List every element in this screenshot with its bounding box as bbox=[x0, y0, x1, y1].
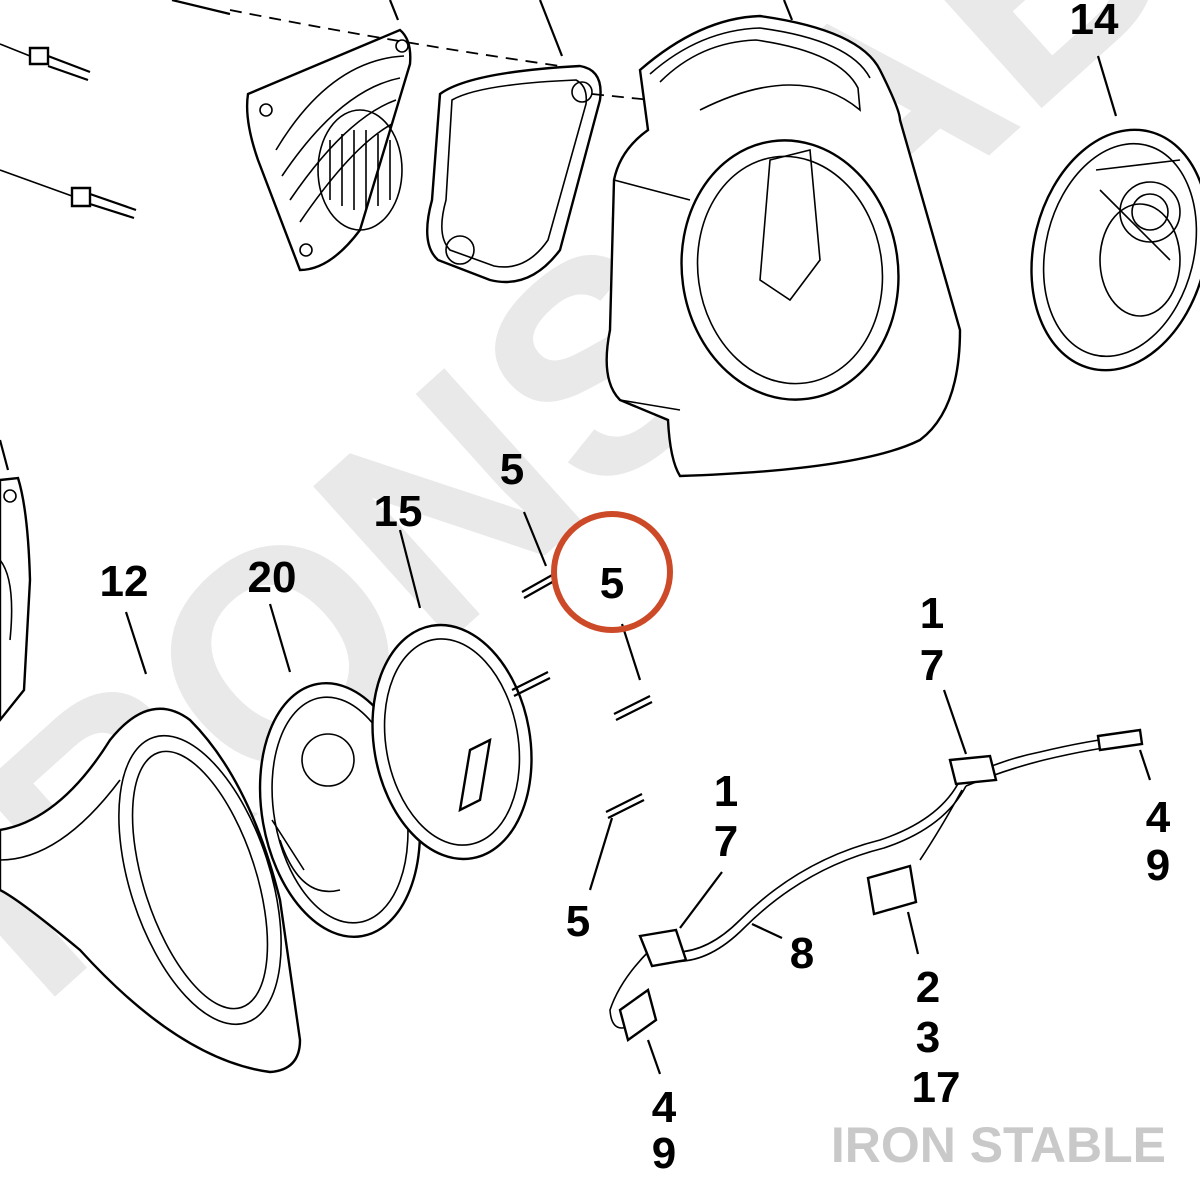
gasket bbox=[388, 0, 602, 284]
trim-ring-15 bbox=[371, 623, 533, 861]
leader-5-bottom bbox=[588, 817, 614, 891]
callout-1-mid: 1 bbox=[714, 767, 738, 816]
speaker-pod-housing bbox=[605, 0, 962, 478]
callout-9-bottom: 9 bbox=[652, 1129, 676, 1178]
callout-2: 2 bbox=[916, 963, 940, 1012]
callout-20: 20 bbox=[248, 553, 297, 602]
callout-8: 8 bbox=[790, 929, 814, 978]
leader-5-circle bbox=[620, 623, 642, 681]
callout-14: 14 bbox=[1070, 0, 1119, 44]
callout-17: 17 bbox=[912, 1063, 961, 1112]
callout-5-circle: 5 bbox=[600, 559, 624, 608]
top-bolts bbox=[0, 0, 231, 220]
leader-1-7-mid bbox=[679, 871, 723, 929]
callout-5-top: 5 bbox=[500, 445, 524, 494]
callout-7-top: 7 bbox=[920, 641, 944, 690]
wiring-harness bbox=[609, 728, 1144, 1042]
leader-15 bbox=[398, 529, 422, 609]
speaker-grille-top bbox=[245, 28, 412, 272]
leader-8 bbox=[751, 923, 783, 939]
leader-5-top bbox=[522, 511, 548, 567]
leader-1-7-top bbox=[942, 689, 968, 755]
screws-5 bbox=[511, 573, 653, 819]
leader-2-3-17 bbox=[906, 911, 920, 955]
left-edge-grille bbox=[0, 439, 32, 722]
speaker-pod-housing-lower bbox=[0, 707, 302, 1074]
leader-12 bbox=[124, 611, 148, 675]
callout-15: 15 bbox=[374, 487, 423, 536]
brand-logo: IRON STABLE bbox=[831, 1117, 1166, 1173]
callout-4-bottom: 4 bbox=[652, 1083, 677, 1132]
leader-20 bbox=[268, 603, 292, 673]
callout-1-top: 1 bbox=[920, 589, 944, 638]
callout-3: 3 bbox=[916, 1013, 940, 1062]
callout-4-right: 4 bbox=[1146, 793, 1171, 842]
leader-4-9-bottom bbox=[646, 1039, 662, 1075]
callout-9-right: 9 bbox=[1146, 841, 1170, 890]
callout-labels: 14 15 12 20 5 5 5 1 7 1 7 8 4 9 2 3 17 4… bbox=[100, 0, 1171, 1178]
callout-7-mid: 7 bbox=[714, 817, 738, 866]
leader-4-9-right bbox=[1138, 749, 1152, 781]
leader-14 bbox=[1096, 55, 1118, 117]
alignment-line-top bbox=[229, 9, 561, 67]
callout-5-bottom: 5 bbox=[566, 897, 590, 946]
coaxial-speaker-upper bbox=[1030, 128, 1200, 372]
callout-12: 12 bbox=[100, 557, 149, 606]
highlight-circle bbox=[551, 511, 673, 633]
